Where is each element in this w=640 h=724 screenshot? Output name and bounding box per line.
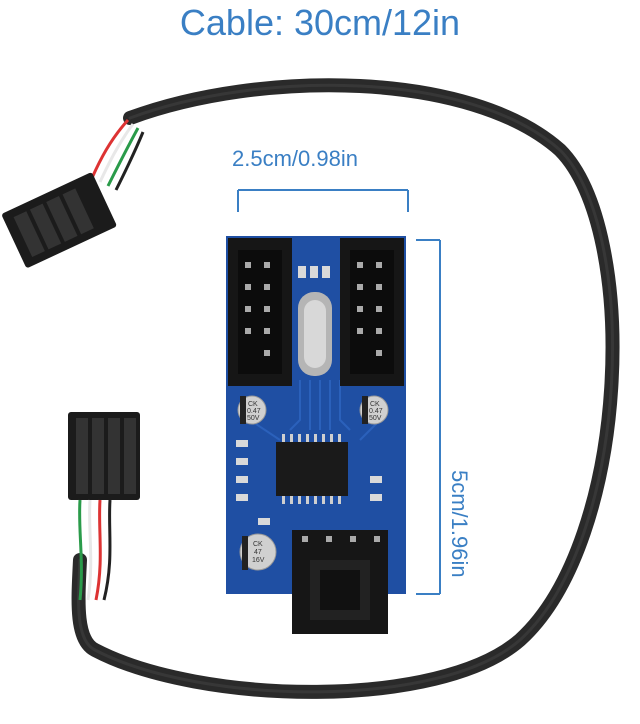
capacitor-right: CK 0.47 50V — [359, 395, 389, 425]
bottom-connector — [68, 412, 140, 500]
width-dimension-line — [237, 189, 409, 212]
width-dimension-label: 2.5cm/0.98in — [232, 146, 358, 171]
svg-text:CK: CK — [248, 401, 258, 408]
height-dimension-label: 5cm/1.96in — [447, 470, 472, 578]
pcb-board: CK 0.47 50V CK 0.47 50V — [226, 236, 406, 634]
usb-header-left — [228, 238, 292, 386]
bottom-cable-wires — [78, 499, 112, 601]
power-header — [292, 530, 388, 634]
svg-text:47: 47 — [254, 549, 262, 556]
top-connector — [2, 172, 117, 268]
height-dimension-line — [416, 239, 441, 595]
capacitor-large: CK 47 16V — [239, 533, 277, 571]
top-cable-wires — [90, 118, 145, 191]
svg-text:0.47: 0.47 — [247, 408, 261, 415]
svg-text:CK: CK — [253, 541, 263, 548]
svg-text:50V: 50V — [247, 415, 260, 422]
usb-header-right — [340, 238, 404, 386]
svg-text:CK: CK — [370, 401, 380, 408]
svg-text:0.47: 0.47 — [369, 408, 383, 415]
cable-length-caption: Cable: 30cm/12in — [179, 2, 461, 43]
smd-resistors-top — [298, 266, 330, 278]
svg-text:50V: 50V — [369, 415, 382, 422]
smd-resistors-side — [236, 440, 382, 525]
capacitor-left: CK 0.47 50V — [237, 395, 267, 425]
crystal-oscillator — [298, 292, 332, 376]
hub-ic-chip — [276, 434, 348, 504]
svg-text:16V: 16V — [252, 557, 265, 564]
cable-black — [71, 78, 620, 699]
